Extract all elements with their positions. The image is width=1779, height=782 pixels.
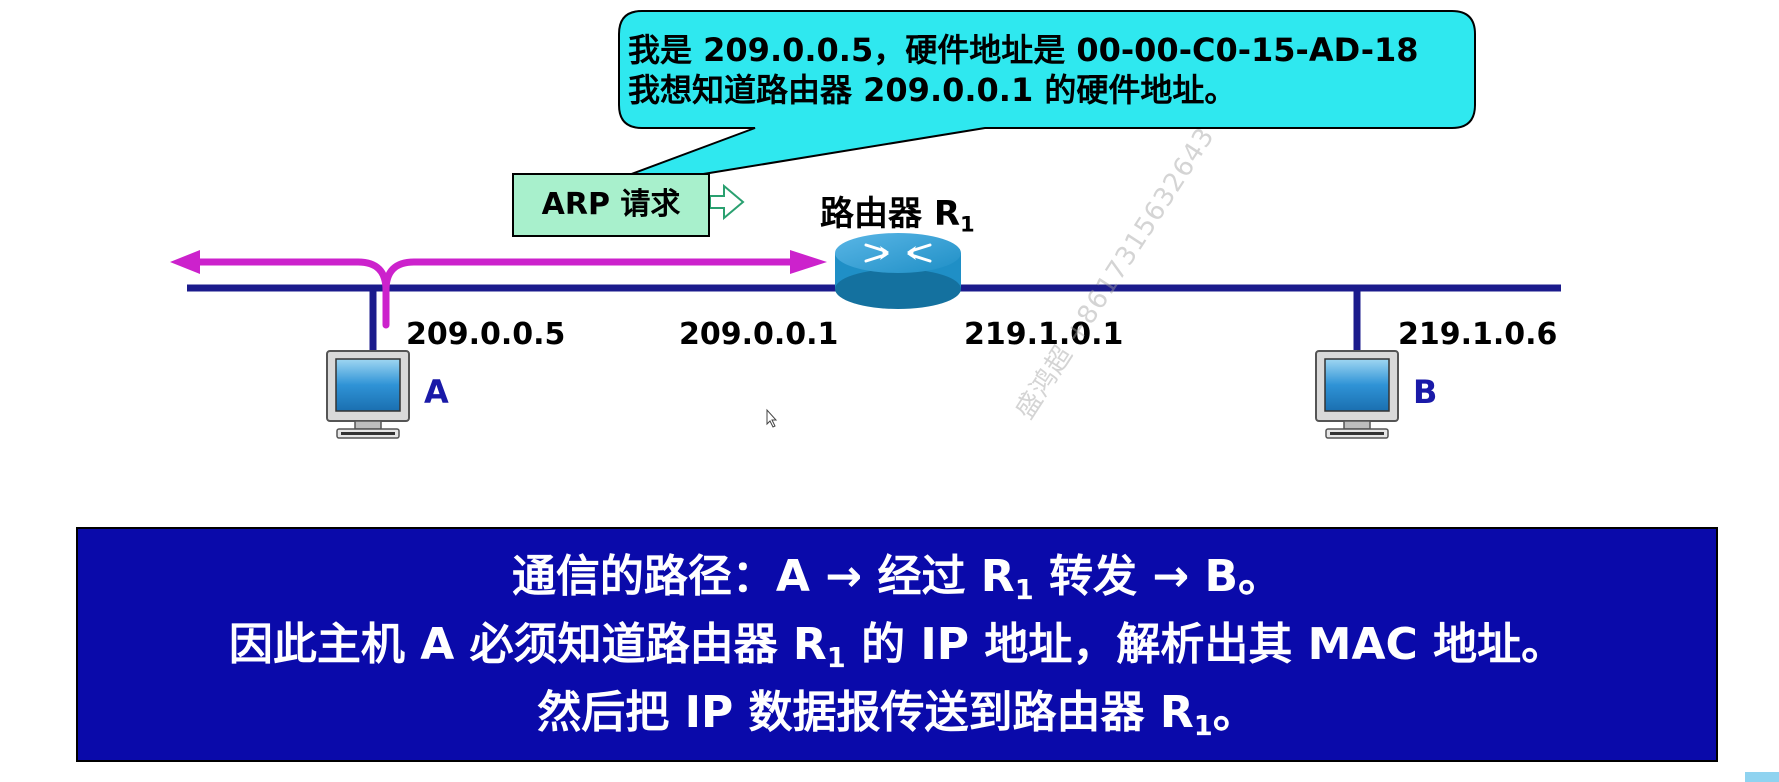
host-b-label: B [1413,373,1438,411]
host-b-ip: 219.1.0.6 [1398,317,1558,352]
arp-direction-arrow-icon [709,183,745,221]
broadcast-arrow-left-head [170,250,200,274]
broadcast-arrow-right-head [790,250,827,274]
router-left-ip: 209.0.0.1 [679,317,839,352]
arp-callout-text: 我是 209.0.0.5，硬件地址是 00-00-C0-15-AD-18 我想知… [628,30,1419,110]
router-icon [835,233,961,309]
router-label: 路由器 R1 [820,194,975,237]
router-right-ip: 219.1.0.1 [964,317,1124,352]
host-a-label: A [424,373,449,411]
banner-line-1: 通信的路径：A → 经过 R1 转发 → B。 [511,551,1283,607]
host-b-computer-icon [1315,350,1399,439]
callout-line-2: 我想知道路由器 209.0.0.1 的硬件地址。 [628,71,1237,109]
arp-request-box: ARP 请求 [512,173,710,237]
banner-line-2: 因此主机 A 必须知道路由器 R1 的 IP 地址，解析出其 MAC 地址。 [228,619,1566,675]
host-a-ip: 209.0.0.5 [406,317,566,352]
corner-tab [1745,772,1779,782]
broadcast-arrow [191,258,794,329]
mouse-cursor-icon [766,408,778,428]
callout-bubble [574,10,1476,196]
summary-banner: 通信的路径：A → 经过 R1 转发 → B。 因此主机 A 必须知道路由器 R… [76,527,1718,762]
callout-line-1: 我是 209.0.0.5，硬件地址是 00-00-C0-15-AD-18 [628,31,1419,69]
banner-line-3: 然后把 IP 数据报传送到路由器 R1。 [537,687,1257,743]
host-a-computer-icon [326,350,410,439]
